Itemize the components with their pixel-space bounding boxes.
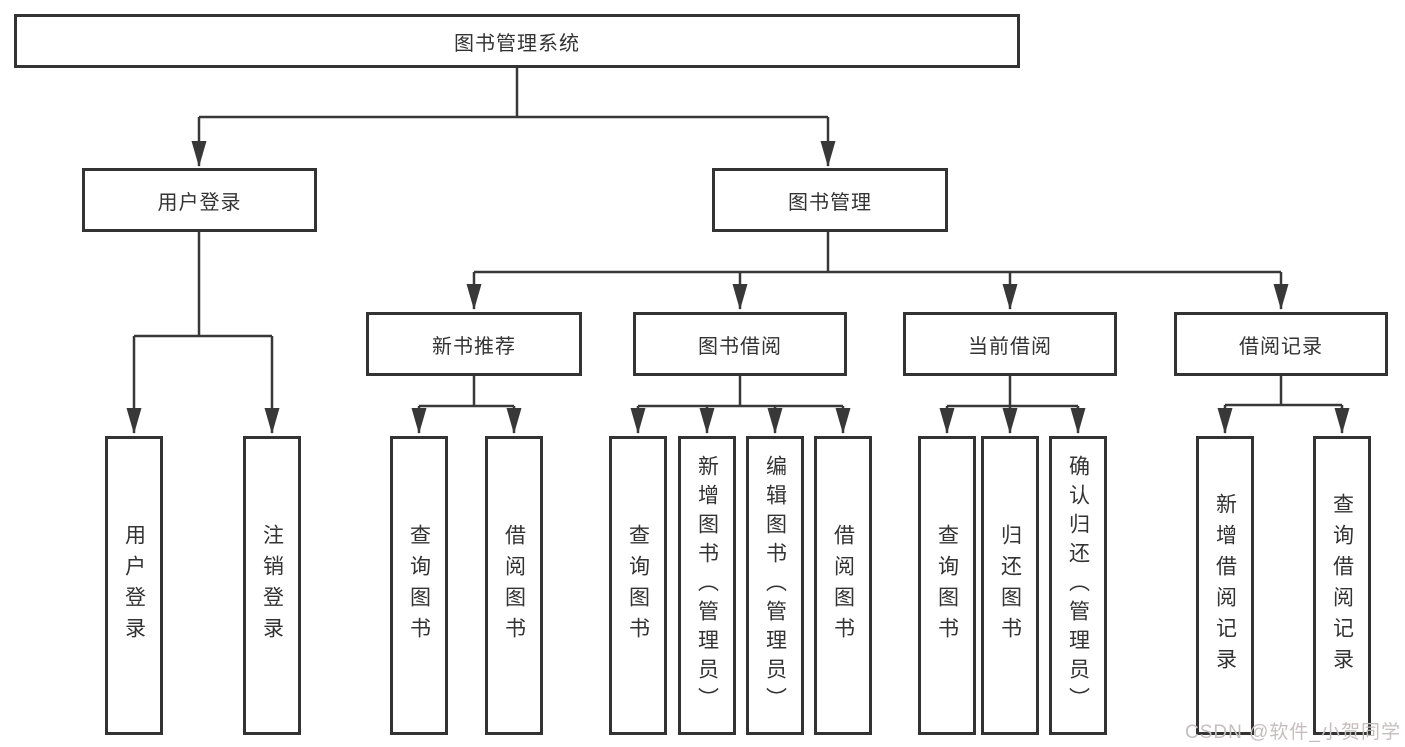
node-root-system: 图书管理系统: [14, 14, 1020, 68]
leaf-records-add-label: 新增借阅记录: [1213, 492, 1237, 679]
leaf-borrow-edit-admin: 编辑图书（管理员）: [746, 436, 804, 735]
leaf-current-return-label: 归还图书: [998, 523, 1022, 648]
node-user-login-label: 用户登录: [157, 191, 242, 214]
node-root-system-label: 图书管理系统: [454, 32, 580, 55]
leaf-borrow-add-admin: 新增图书（管理员）: [678, 436, 736, 735]
leaf-user-login-label: 用户登录: [122, 523, 146, 648]
node-user-login: 用户登录: [82, 168, 317, 232]
leaf-logout-label: 注销登录: [260, 523, 284, 648]
leaf-borrow-add-admin-label: 新增图书（管理员）: [695, 455, 719, 716]
watermark: CSDN @软件_小贺同学: [1185, 722, 1401, 743]
node-current-borrow-label: 当前借阅: [968, 335, 1052, 358]
node-book-borrow-label: 图书借阅: [698, 335, 782, 358]
node-new-book-recommend-label: 新书推荐: [432, 335, 516, 358]
leaf-user-login: 用户登录: [105, 436, 163, 735]
leaf-borrow-book-label: 借阅图书: [831, 523, 855, 648]
leaf-newbooks-borrow: 借阅图书: [485, 436, 543, 735]
leaf-current-return: 归还图书: [981, 436, 1039, 735]
node-borrow-records: 借阅记录: [1174, 312, 1388, 376]
leaf-logout: 注销登录: [243, 436, 301, 735]
leaf-current-query-label: 查询图书: [935, 523, 959, 648]
node-borrow-records-label: 借阅记录: [1239, 335, 1323, 358]
leaf-newbooks-query-label: 查询图书: [407, 523, 431, 648]
leaf-records-query-label: 查询借阅记录: [1330, 492, 1354, 679]
node-book-management-label: 图书管理: [788, 191, 872, 214]
leaf-current-confirm-admin: 确认归还（管理员）: [1049, 436, 1107, 735]
leaf-borrow-edit-admin-label: 编辑图书（管理员）: [763, 455, 787, 716]
leaf-records-query: 查询借阅记录: [1313, 436, 1371, 735]
leaf-borrow-query: 查询图书: [609, 436, 667, 735]
node-book-management: 图书管理: [712, 168, 948, 232]
leaf-records-add: 新增借阅记录: [1196, 436, 1254, 735]
leaf-newbooks-borrow-label: 借阅图书: [502, 523, 526, 648]
leaf-borrow-book: 借阅图书: [814, 436, 872, 735]
leaf-borrow-query-label: 查询图书: [626, 523, 650, 648]
node-new-book-recommend: 新书推荐: [366, 312, 582, 376]
node-current-borrow: 当前借阅: [903, 312, 1117, 376]
leaf-newbooks-query: 查询图书: [390, 436, 448, 735]
leaf-current-query: 查询图书: [918, 436, 976, 735]
leaf-current-confirm-admin-label: 确认归还（管理员）: [1066, 455, 1090, 716]
node-book-borrow: 图书借阅: [633, 312, 847, 376]
